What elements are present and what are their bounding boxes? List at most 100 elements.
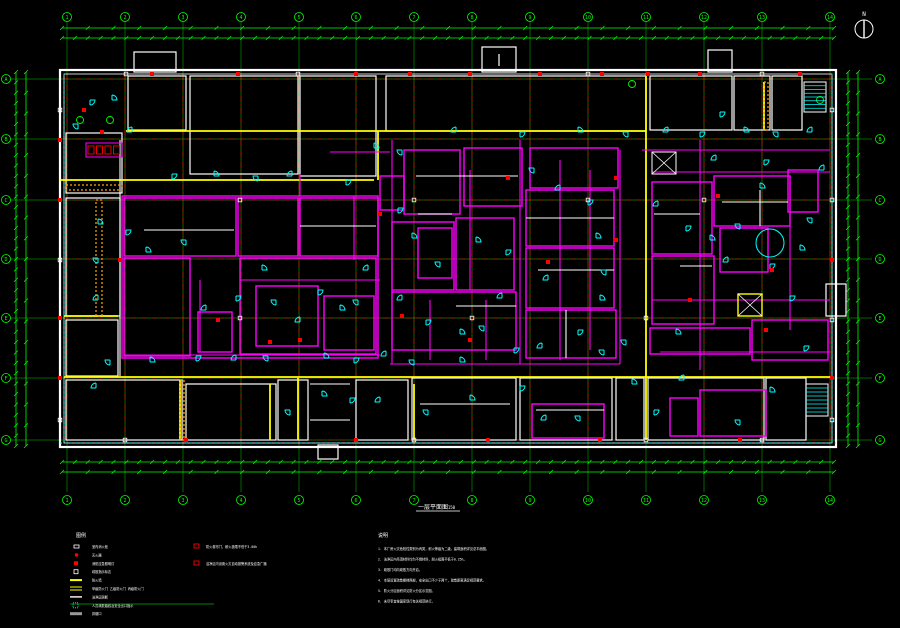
dim-tick xyxy=(291,35,296,41)
dim-tick xyxy=(13,152,19,158)
axis-bubble xyxy=(351,12,361,22)
axis-bubble xyxy=(62,12,72,22)
clean-room xyxy=(787,169,819,213)
door-swing xyxy=(374,396,381,403)
fire-extinguisher-mark xyxy=(468,72,472,76)
dim-tick xyxy=(265,469,271,475)
column-mark xyxy=(469,315,475,321)
dim-tick xyxy=(522,35,528,41)
clean-room xyxy=(121,195,379,359)
fire-extinguisher-mark xyxy=(354,438,358,442)
dim-tick xyxy=(252,35,258,41)
dim-tick xyxy=(304,459,309,465)
dim-tick xyxy=(23,443,29,449)
dim-tick xyxy=(201,35,206,41)
dim-tick xyxy=(845,277,851,283)
hatch-strip xyxy=(179,379,185,441)
door-swing xyxy=(469,394,476,401)
door-swing xyxy=(631,378,638,385)
dim-tick xyxy=(845,80,851,85)
door-swing xyxy=(352,299,359,306)
door-swing xyxy=(577,329,584,336)
dim-tick xyxy=(600,469,605,475)
axis-bubble xyxy=(409,495,419,505)
dim-tick xyxy=(458,459,464,465)
dim-tick xyxy=(13,308,19,314)
dim-tick xyxy=(13,298,19,303)
column-mark xyxy=(585,197,591,203)
axis-bubble-label: 2 xyxy=(123,498,126,504)
axis-bubble-label: C xyxy=(878,198,881,204)
door-swing xyxy=(317,289,324,296)
axis-bubble xyxy=(351,495,361,505)
dim-tick xyxy=(793,35,798,41)
door-swing xyxy=(270,299,277,306)
dim-tick xyxy=(136,469,142,475)
dim-tick xyxy=(98,35,103,41)
column-mark xyxy=(829,417,835,423)
dim-tick xyxy=(613,459,618,465)
dim-tick xyxy=(162,25,168,31)
axis-bubble xyxy=(1,134,11,144)
dim-tick xyxy=(445,469,451,475)
legend-row-col2: 防火卷帘门，耐火极限不低于3.00h xyxy=(193,543,257,549)
column-mark xyxy=(122,437,128,443)
dim-tick xyxy=(767,35,772,41)
dim-tick xyxy=(845,184,851,189)
door-swing xyxy=(339,304,346,311)
fire-extinguisher-mark xyxy=(378,212,382,216)
dim-tick xyxy=(227,459,232,465)
dim-tick xyxy=(780,469,785,475)
fire-extinguisher-mark xyxy=(184,438,188,442)
axis-bubble-label: 6 xyxy=(354,15,357,21)
door-swing xyxy=(653,409,660,416)
column-mark xyxy=(411,197,417,203)
dim-tick xyxy=(845,402,851,407)
dim-tick xyxy=(162,469,168,475)
door-swing xyxy=(145,246,152,253)
dim-tick xyxy=(136,459,142,465)
door-swing xyxy=(652,200,659,207)
axis-bubble xyxy=(525,495,535,505)
toilet-fixture xyxy=(104,145,112,155)
dim-tick xyxy=(664,459,669,465)
dim-tick xyxy=(845,360,851,366)
note-line: 3. 疏散门均向疏散方向开启。 xyxy=(378,567,422,572)
axis-bubble xyxy=(875,195,885,205)
dim-tick xyxy=(13,184,19,189)
legend-symbol-light xyxy=(74,561,78,566)
dim-tick xyxy=(845,287,851,293)
dim-tick xyxy=(548,469,554,475)
dim-tick xyxy=(561,459,567,465)
dim-tick xyxy=(845,225,851,231)
clean-room xyxy=(531,403,605,439)
dim-tick xyxy=(13,235,19,241)
dim-tick xyxy=(845,204,851,210)
legend-symbol-extinguisher xyxy=(74,553,79,557)
dim-tick xyxy=(13,391,19,397)
axis-bubble-label: 3 xyxy=(181,15,184,21)
dim-tick xyxy=(855,319,861,324)
door-swing xyxy=(323,352,330,359)
dim-tick xyxy=(651,469,657,475)
door-swing xyxy=(180,239,187,246)
legend-symbol-hydrant xyxy=(73,544,80,549)
fire-extinguisher-mark xyxy=(100,130,104,134)
dim-tick xyxy=(845,443,851,449)
door-swing xyxy=(230,354,237,361)
legend-symbol-evac xyxy=(72,602,79,609)
fire-extinguisher-mark xyxy=(716,194,720,198)
axis-bubble-label: 6 xyxy=(354,498,357,504)
legend-row: 室内消火栓 xyxy=(73,544,109,549)
fire-extinguisher-mark xyxy=(798,72,802,76)
dim-tick xyxy=(23,111,29,116)
door-swing xyxy=(92,257,99,264)
axis-bubble xyxy=(467,12,477,22)
dim-tick xyxy=(13,422,19,428)
north-label: N xyxy=(862,11,866,18)
dim-tick xyxy=(342,25,348,31)
dim-tick xyxy=(13,381,19,386)
dim-tick xyxy=(638,35,644,41)
dim-tick xyxy=(754,25,760,31)
